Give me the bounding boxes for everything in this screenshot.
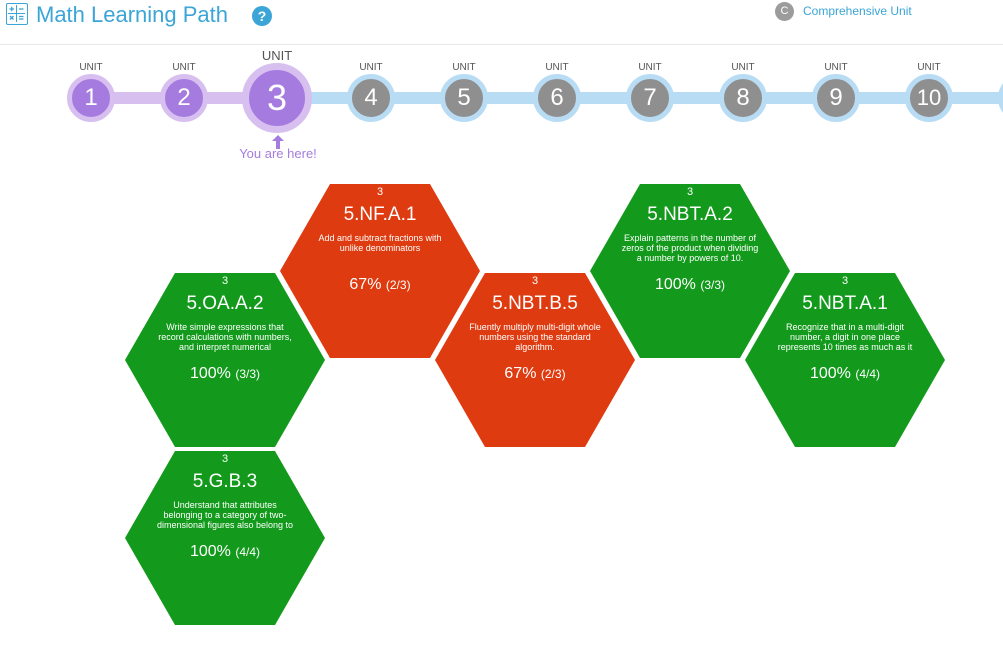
unit-label: UNIT xyxy=(172,62,196,73)
mastery-score: 100% (4/4) xyxy=(745,365,945,383)
score-fraction: (2/3) xyxy=(540,367,566,381)
mastery-score: 67% (2/3) xyxy=(280,276,480,294)
unit-label: UNIT xyxy=(261,48,293,63)
standard-description: Fluently multiply multi-digit whole numb… xyxy=(469,322,601,352)
page-title: Math Learning Path xyxy=(36,2,229,27)
hex-unit-number: 3 xyxy=(221,453,229,465)
hex-unit-number: 3 xyxy=(841,275,849,287)
standard-code: 5.NF.A.1 xyxy=(343,204,417,225)
score-percent: 100% xyxy=(809,365,851,382)
unit-next-button[interactable] xyxy=(998,74,1003,122)
comprehensive-unit-badge[interactable]: C xyxy=(775,2,794,21)
comprehensive-unit-link[interactable]: Comprehensive Unit xyxy=(803,4,912,18)
score-percent: 67% xyxy=(504,365,537,382)
you-are-here-label: You are here! xyxy=(239,146,317,161)
calculator-icon xyxy=(6,3,28,25)
standard-description: Recognize that in a multi-digit number, … xyxy=(777,322,913,352)
header-bar: Math Learning Path ? C Comprehensive Uni… xyxy=(0,0,1003,45)
unit-10-button[interactable]: 10 xyxy=(905,74,953,122)
score-percent: 100% xyxy=(189,543,231,560)
unit-label: UNIT xyxy=(545,62,569,73)
mastery-score: 67% (2/3) xyxy=(435,365,635,383)
standard-code: 5.G.B.3 xyxy=(192,471,258,492)
arrow-up-icon xyxy=(272,135,284,149)
unit-label: UNIT xyxy=(452,62,476,73)
unit-8-button[interactable]: 8 xyxy=(719,74,767,122)
unit-label: UNIT xyxy=(638,62,662,73)
score-percent: 67% xyxy=(349,276,382,293)
standard-description: Explain patterns in the number of zeros … xyxy=(621,233,759,263)
standard-description: Understand that attributes belonging to … xyxy=(156,500,294,530)
standard-code: 5.NBT.A.2 xyxy=(647,204,733,225)
unit-6-button[interactable]: 6 xyxy=(533,74,581,122)
unit-9-button[interactable]: 9 xyxy=(812,74,860,122)
standard-code: 5.NBT.A.1 xyxy=(802,293,888,314)
unit-label: UNIT xyxy=(359,62,383,73)
score-fraction: (3/3) xyxy=(700,278,726,292)
hex-unit-number: 3 xyxy=(531,275,539,287)
score-fraction: (4/4) xyxy=(235,545,261,559)
standard-code: 5.OA.A.2 xyxy=(186,293,264,314)
standard-description: Write simple expressions that record cal… xyxy=(158,322,292,352)
unit-5-button[interactable]: 5 xyxy=(440,74,488,122)
hex-unit-number: 3 xyxy=(221,275,229,287)
unit-label: UNIT xyxy=(917,62,941,73)
unit-label: UNIT xyxy=(79,62,103,73)
score-fraction: (3/3) xyxy=(235,367,261,381)
hex-unit-number: 3 xyxy=(686,186,694,198)
unit-3-button[interactable]: 3 xyxy=(242,63,312,133)
score-percent: 100% xyxy=(654,276,696,293)
mastery-score: 100% (4/4) xyxy=(125,543,325,561)
mastery-score: 100% (3/3) xyxy=(125,365,325,383)
unit-label: UNIT xyxy=(824,62,848,73)
standard-description: Add and subtract fractions with unlike d… xyxy=(318,233,442,253)
score-fraction: (2/3) xyxy=(385,278,411,292)
standard-code: 5.NBT.B.5 xyxy=(492,293,578,314)
unit-label: UNIT xyxy=(731,62,755,73)
unit-4-button[interactable]: 4 xyxy=(347,74,395,122)
mastery-score: 100% (3/3) xyxy=(590,276,790,294)
score-percent: 100% xyxy=(189,365,231,382)
unit-1-button[interactable]: 1 xyxy=(67,74,115,122)
score-fraction: (4/4) xyxy=(855,367,881,381)
question-circle-icon[interactable]: ? xyxy=(252,6,272,26)
unit-7-button[interactable]: 7 xyxy=(626,74,674,122)
hex-unit-number: 3 xyxy=(376,186,384,198)
unit-2-button[interactable]: 2 xyxy=(160,74,208,122)
